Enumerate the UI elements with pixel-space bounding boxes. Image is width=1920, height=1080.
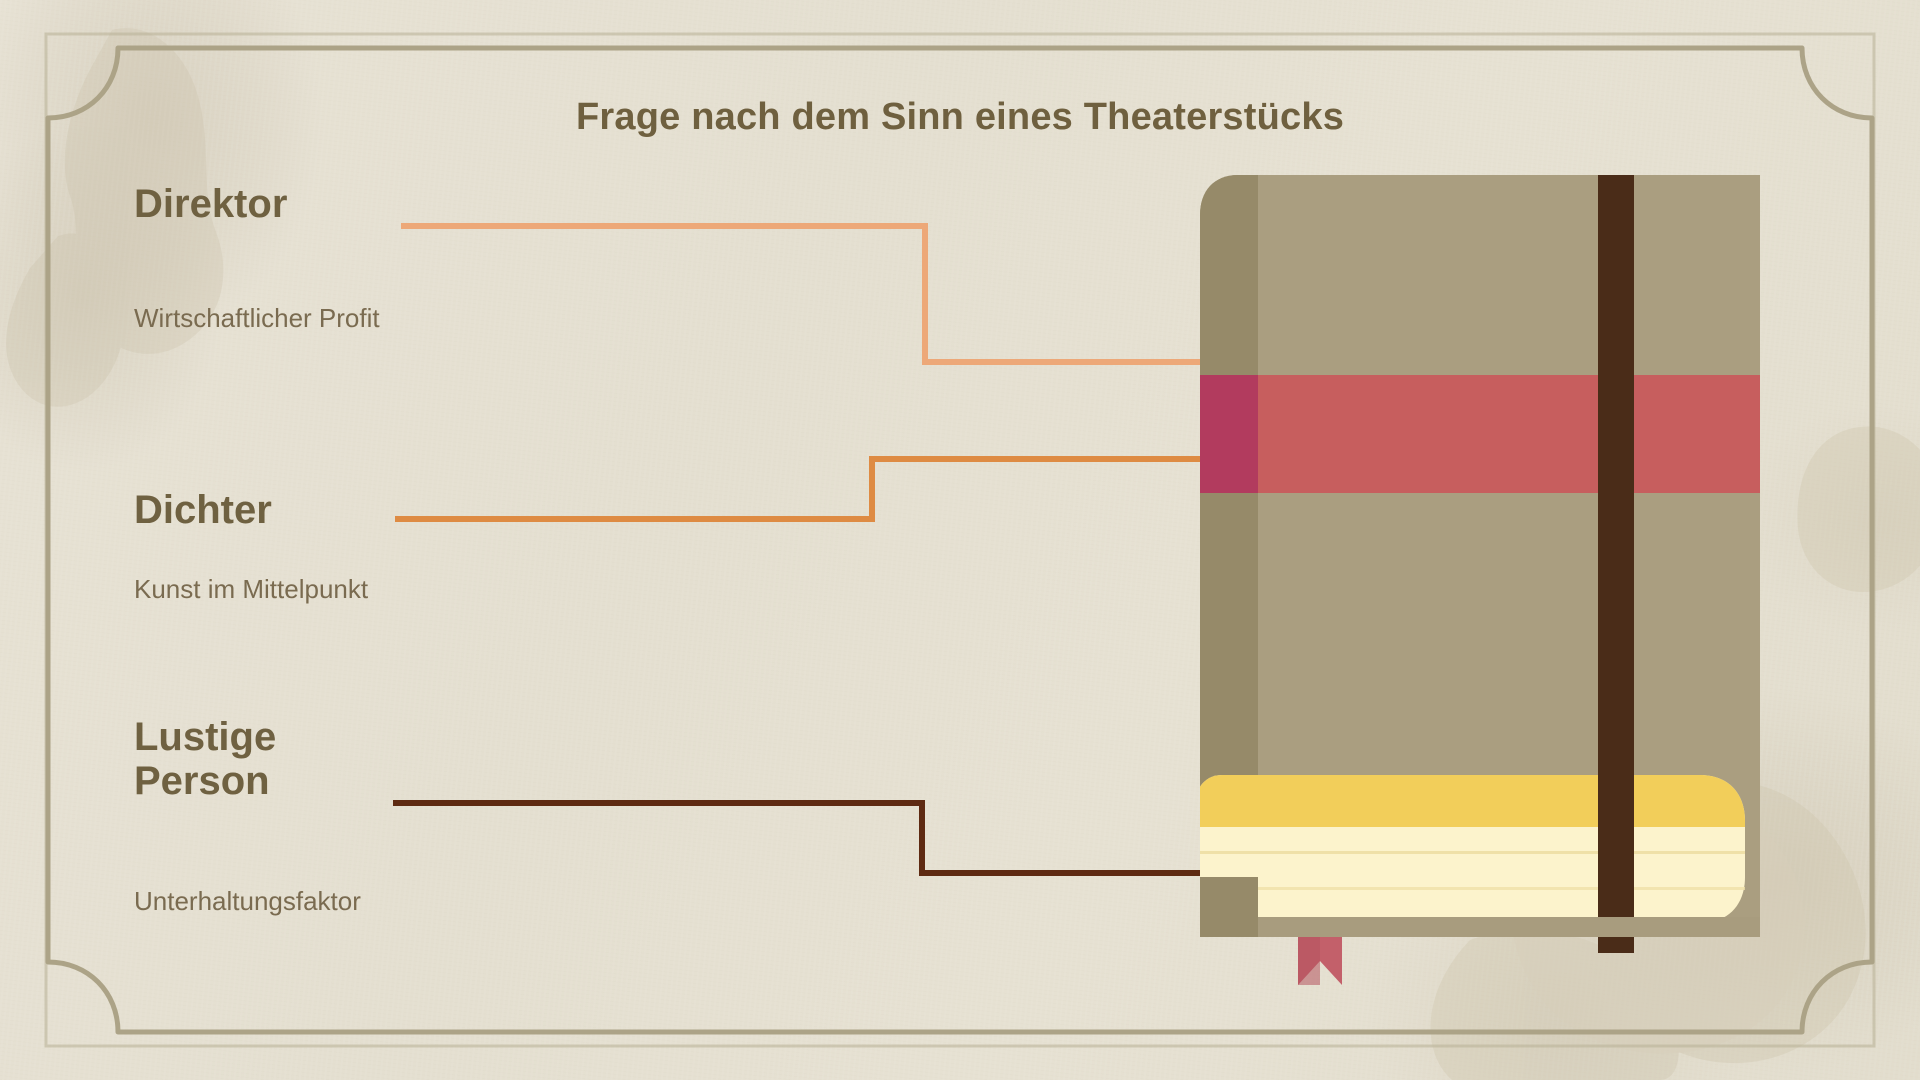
entry-heading: Direktor	[134, 182, 288, 226]
entry-subtitle: Unterhaltungsfaktor	[134, 886, 361, 916]
spine-bottom	[1200, 877, 1258, 937]
page-title: Frage nach dem Sinn eines Theaterstücks	[575, 96, 1345, 138]
entry-lustige-person: Lustige Person	[134, 715, 594, 803]
red-band	[1200, 375, 1760, 493]
notebook-illustration	[1200, 175, 1760, 985]
entry-direktor: Direktor	[134, 182, 594, 226]
entry-heading: Dichter	[134, 488, 272, 532]
entry-direktor-subtitle-wrap: Wirtschaftlicher Profit	[134, 303, 654, 334]
entry-subtitle: Kunst im Mittelpunkt	[134, 574, 369, 604]
entry-subtitle: Wirtschaftlicher Profit	[134, 303, 380, 333]
cover-bottom-lip	[1258, 917, 1760, 937]
entry-heading: Lustige Person	[134, 715, 277, 803]
page-block-front	[1200, 775, 1745, 923]
entry-dichter-subtitle-wrap: Kunst im Mittelpunkt	[134, 574, 654, 605]
entry-lustige-person-subtitle-wrap: Unterhaltungsfaktor	[134, 886, 654, 917]
entry-dichter: Dichter	[134, 488, 594, 532]
